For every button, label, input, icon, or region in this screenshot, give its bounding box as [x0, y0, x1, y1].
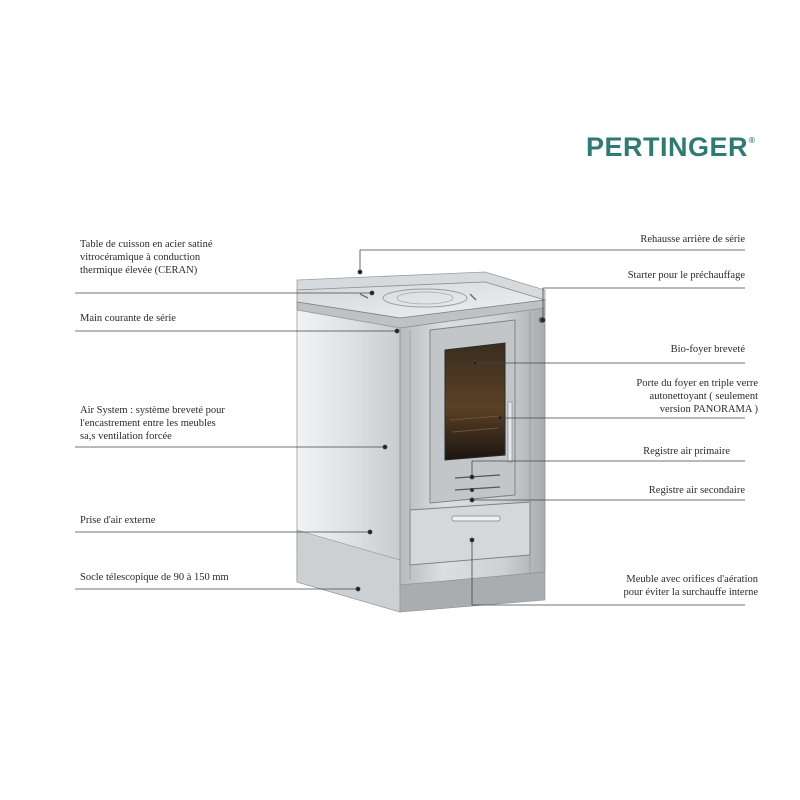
- label-telescopic-plinth: Socle télescopique de 90 à 150 mm: [80, 572, 229, 583]
- leader-lines: [75, 249, 745, 606]
- label-fire-door: Porte du foyer en triple verre autonetto…: [636, 378, 758, 415]
- drawer: [409, 501, 531, 566]
- brand-logo: PERTINGER®: [586, 132, 755, 163]
- label-ventilated-cabinet: Meuble avec orifices d'aération pour évi…: [623, 574, 759, 598]
- label-secondary-air: Registre air secondaire: [648, 485, 745, 496]
- label-air-system: Air System : système breveté pour l'enca…: [80, 405, 225, 442]
- label-external-air-intake: Prise d'air externe: [80, 515, 156, 526]
- fire-door: [429, 319, 516, 504]
- label-primary-air: Registre air primaire: [643, 446, 730, 457]
- label-bio-firebox: Bio-foyer breveté: [670, 344, 745, 355]
- label-starter: Starter pour le préchauffage: [627, 270, 745, 281]
- label-cooktop: Table de cuisson en acier satiné vitrocé…: [80, 239, 213, 276]
- label-handrail: Main courante de série: [80, 313, 176, 324]
- logo-text: PERTINGER: [586, 132, 749, 162]
- trademark-symbol: ®: [749, 136, 756, 145]
- label-back-splash: Rehausse arrière de série: [640, 234, 745, 245]
